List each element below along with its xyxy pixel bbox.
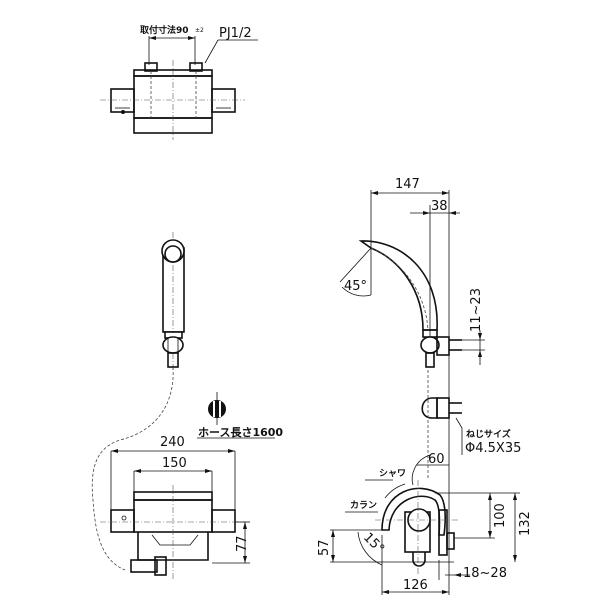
- angle-45: 45°: [344, 279, 368, 294]
- screw-size-value: Φ4.5X35: [465, 441, 522, 456]
- hose-section-icon: [197, 392, 275, 439]
- dim-38: 38: [431, 199, 448, 214]
- dim-126: 126: [403, 578, 428, 593]
- dim-132: 132: [518, 511, 533, 536]
- mount-dimension-label: 取付寸法90: [140, 26, 189, 36]
- shower-position-label: シャワ: [379, 469, 407, 479]
- dim-11-23: 11~23: [469, 288, 484, 332]
- mount-tolerance: ±2: [195, 27, 204, 34]
- wall-holder: [421, 370, 463, 595]
- dim-overall-width: 240: [160, 435, 185, 450]
- dim-height-77: 77: [235, 535, 250, 552]
- thread-label: PJ1/2: [219, 26, 252, 41]
- dim-147: 147: [395, 177, 420, 192]
- screw-size-label: ねじサイズ: [466, 430, 511, 440]
- dim-body-width: 150: [162, 456, 187, 471]
- hose-length-label: ホース長さ1600: [198, 426, 284, 439]
- dim-57: 57: [317, 539, 332, 556]
- dim-100: 100: [493, 503, 508, 528]
- hand-shower: [91, 232, 185, 571]
- dim-60: 60: [428, 452, 445, 467]
- faucet-position-label: カラン: [350, 501, 378, 511]
- side-view-body: [330, 454, 520, 595]
- dim-18-28: 18~28: [463, 566, 507, 581]
- side-view-shower: [339, 190, 485, 370]
- top-view-body: [100, 36, 258, 140]
- front-view-body: [100, 449, 250, 580]
